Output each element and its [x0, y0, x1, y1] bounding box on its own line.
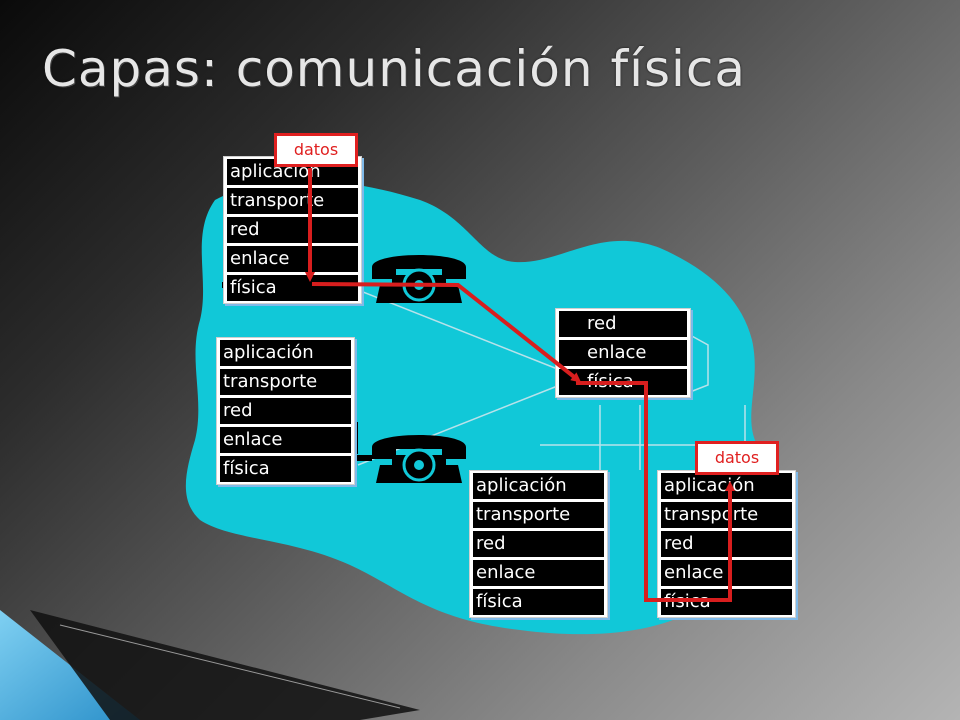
slide-title: Capas: comunicación física	[42, 40, 747, 98]
data-label-source: datos	[274, 133, 358, 167]
layer-red: red	[220, 398, 351, 424]
host-stack-bottom-center: aplicación transporte red enlace física	[469, 470, 608, 618]
layer-enlace: enlace	[227, 246, 358, 272]
layer-enlace: enlace	[661, 560, 792, 586]
layer-red: red	[227, 217, 358, 243]
layer-aplicacion: aplicación	[220, 340, 351, 366]
host-stack-bottom-right: aplicación transporte red enlace física	[657, 470, 796, 618]
layer-enlace: enlace	[473, 560, 604, 586]
layer-aplicacion: aplicación	[473, 473, 604, 499]
layer-red: red	[661, 531, 792, 557]
host-stack-top-left: aplicación transporte red enlace física	[223, 156, 362, 304]
data-label-destination: datos	[695, 441, 779, 475]
layer-fisica: física	[220, 456, 351, 482]
telephone-icon	[372, 435, 466, 483]
layer-transporte: transporte	[227, 188, 358, 214]
layer-fisica: física	[473, 589, 604, 615]
layer-fisica: física	[227, 275, 358, 301]
decorative-corner	[0, 610, 420, 720]
layer-red: red	[559, 311, 687, 337]
data-path-across	[311, 282, 582, 383]
data-path-to-destination	[576, 381, 735, 602]
layer-enlace: enlace	[559, 340, 687, 366]
layer-transporte: transporte	[661, 502, 792, 528]
layer-transporte: transporte	[473, 502, 604, 528]
host-stack-middle-left: aplicación transporte red enlace física	[216, 337, 355, 485]
layer-transporte: transporte	[220, 369, 351, 395]
layer-red: red	[473, 531, 604, 557]
layer-enlace: enlace	[220, 427, 351, 453]
